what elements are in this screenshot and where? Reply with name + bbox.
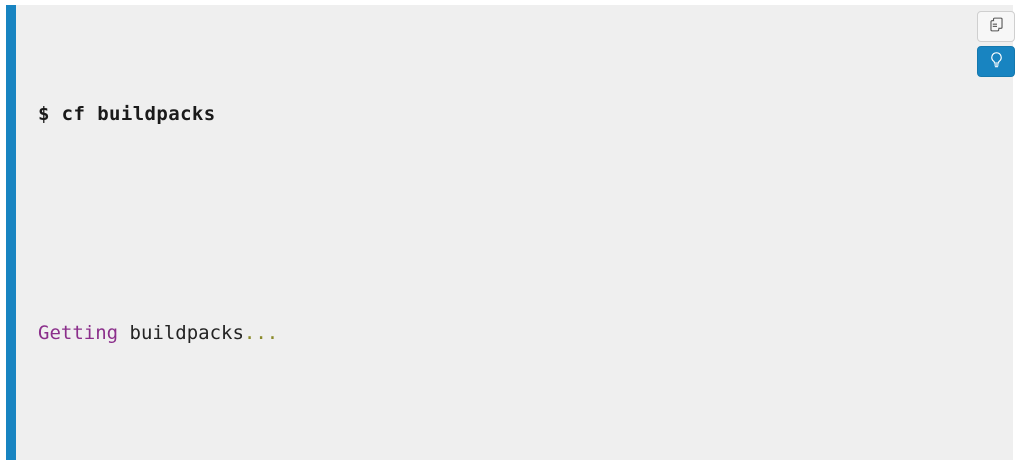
- spacer-line-1: [38, 211, 1013, 238]
- terminal-code-block: $ cf buildpacks Getting buildpacks... bu…: [6, 5, 1013, 460]
- toolbar-icon-stack: [977, 11, 1015, 77]
- lightbulb-icon: [988, 51, 1005, 73]
- status-object: buildpacks: [118, 322, 244, 345]
- tip-button[interactable]: [977, 46, 1015, 77]
- status-ellipsis: ...: [243, 322, 279, 345]
- terminal-output: $ cf buildpacks Getting buildpacks... bu…: [16, 5, 1013, 460]
- terminal-status-line: Getting buildpacks...: [38, 320, 1013, 347]
- copy-button[interactable]: [977, 11, 1015, 42]
- status-verb: Getting: [38, 322, 119, 345]
- terminal-prompt-line: $ cf buildpacks: [38, 103, 216, 126]
- spacer-line-2: [38, 430, 1013, 457]
- copy-icon: [988, 16, 1005, 37]
